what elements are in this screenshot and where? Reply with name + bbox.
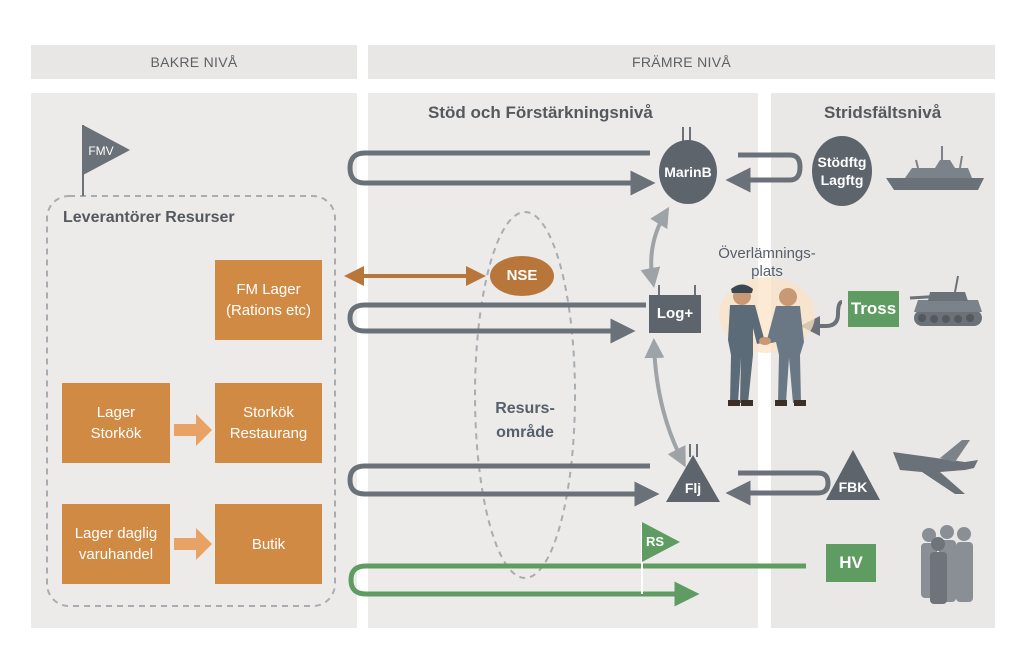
- ship-icon: [886, 146, 984, 190]
- fmv-flag: [83, 125, 130, 175]
- overlamning-label: Överlämnings- plats: [718, 245, 816, 280]
- section-title-support: Stöd och Förstärkningsnivå: [428, 103, 653, 122]
- butik-label: Butik: [251, 535, 286, 553]
- fm-lager-sublabel: (Rations etc): [225, 302, 312, 319]
- marinb-node: [659, 140, 717, 204]
- fm-lager-box: FM Lager (Rations etc): [215, 260, 322, 340]
- log-label: Log+: [656, 305, 694, 322]
- flj-label: Flj: [684, 480, 702, 496]
- link-marinb-log: [640, 206, 670, 288]
- resource-area-ellipse: [474, 211, 576, 579]
- rs-flag: [642, 522, 680, 562]
- lager-daglig-label: Lager daglig varuhandel: [74, 525, 158, 563]
- return-loop-fbk: [725, 470, 831, 506]
- log-node: [649, 295, 701, 333]
- fbk-node: [826, 450, 880, 500]
- header-rear-level: BAKRE NIVÅ: [31, 45, 357, 79]
- stodftg-label: Stödftg Lagftg: [817, 154, 867, 188]
- lager-storkok-label: Lager Storkök: [90, 404, 142, 442]
- lager-storkok-box: Lager Storkök: [62, 383, 170, 463]
- fmv-label: FMV: [88, 144, 114, 158]
- arrow-lager-butik: [174, 528, 212, 560]
- header-front-level: FRÄMRE NIVÅ: [368, 45, 995, 79]
- handshake-soldiers-icon: [728, 284, 806, 406]
- butik-box: Butik: [215, 504, 322, 584]
- section-title-suppliers: Leverantörer Resurser: [63, 209, 235, 226]
- fm-lager-label: FM Lager: [236, 281, 301, 298]
- nse-node: [490, 256, 554, 296]
- hv-box: HV: [826, 544, 876, 582]
- link-log-flj: [644, 338, 686, 468]
- section-title-battlefield: Stridsfältsnivå: [824, 103, 942, 122]
- soldiers-group-icon: [921, 525, 973, 604]
- loop-flj: [347, 463, 660, 507]
- resurs-omrade-label: Resurs- område: [495, 400, 555, 441]
- loop-hv: [348, 563, 806, 607]
- marinb-label: MarinB: [664, 164, 712, 180]
- loop-log: [347, 302, 646, 344]
- flj-node: [666, 455, 720, 502]
- arrow-lager-storkok: [174, 414, 212, 446]
- stodftg-node: [812, 136, 872, 206]
- storkok-restaurang-label: Storkök Restaurang: [229, 404, 308, 442]
- fighter-jet-icon: [893, 440, 978, 494]
- rs-label: RS: [645, 534, 665, 549]
- nse-label: NSE: [506, 267, 538, 284]
- storkok-restaurang-box: Storkök Restaurang: [215, 383, 322, 463]
- tross-box: Tross: [848, 291, 899, 327]
- tank-icon: [909, 275, 982, 326]
- lager-daglig-box: Lager daglig varuhandel: [62, 504, 170, 584]
- return-loop-tross: [800, 300, 843, 336]
- loop-marinb: [347, 150, 656, 196]
- suppliers-dashed-boundary: [46, 195, 336, 607]
- fbk-label: FBK: [838, 479, 868, 495]
- return-loop-stodftg: [725, 152, 803, 193]
